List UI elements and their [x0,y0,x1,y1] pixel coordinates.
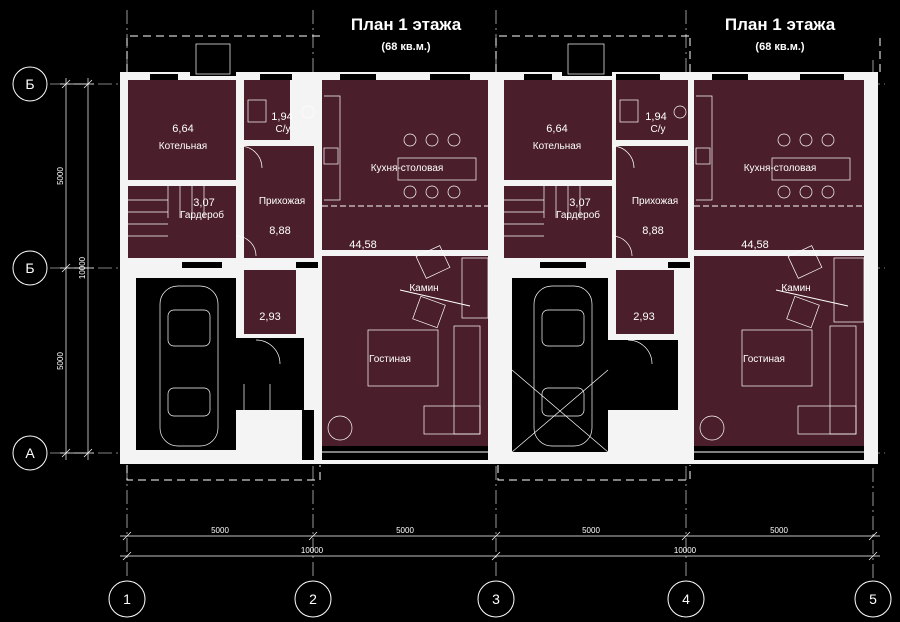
column-axis-label: 4 [682,591,690,607]
kitchen-name-label: Кухня-столовая [744,163,817,174]
dimension-horizontal-2: 5000 [396,526,414,535]
wc-name-label: С/у [651,124,666,135]
dimension-vertical-lower: 5000 [56,352,65,370]
horizontal-dimensions [120,531,880,561]
hall-name-label: Прихожая [632,196,678,207]
vestibule-area-label: 2,93 [633,311,654,323]
wc-area-label: 1,94 [271,111,292,123]
column-axis-label: 3 [492,591,500,607]
boiler-name-label: Котельная [533,141,581,152]
dimension-horizontal-1: 5000 [211,526,229,535]
dimension-vertical-upper: 5000 [56,167,65,185]
fireplace-label: Камин [409,283,438,294]
dimension-vertical-total: 10000 [78,256,87,279]
hall-area-label: 8,88 [642,225,663,237]
row-axis-label: Б [25,76,34,92]
unit-1 [120,40,496,464]
wc-area-label: 1,94 [645,111,666,123]
wardrobe-name-label: Гардероб [180,209,224,221]
unit-2 [496,40,878,464]
row-axis-label: Б [25,260,34,276]
wardrobe-area-label: 3,07 [569,197,590,209]
dimension-horizontal-4: 5000 [770,526,788,535]
row-axis-markers [12,66,48,471]
living-name-label: Гостиная [743,354,785,365]
dimension-horizontal-total-2: 10000 [674,546,697,555]
wardrobe-area-label: 3,07 [193,197,214,209]
row-axis-label: А [25,445,35,461]
wc-name-label: С/у [276,124,291,135]
fireplace-label: Камин [781,283,810,294]
unit-2-subtitle: (68 кв.м.) [755,41,804,53]
column-axis-label: 2 [309,591,317,607]
wardrobe-name-label: Гардероб [556,209,600,221]
dimension-horizontal-3: 5000 [582,526,600,535]
boiler-area-label: 6,64 [546,123,567,135]
kitchen-name-label: Кухня-столовая [371,163,444,174]
boiler-area-label: 6,64 [172,123,193,135]
column-axis-markers [108,580,892,618]
living-name-label: Гостиная [369,354,411,365]
column-axis-label: 1 [123,591,131,607]
hall-area-label: 8,88 [269,225,290,237]
unit-1-subtitle: (68 кв.м.) [381,41,430,53]
hall-name-label: Прихожая [259,196,305,207]
unit-1-title: План 1 этажа [351,15,462,34]
living-area-label: 44,58 [741,239,769,251]
vestibule-area-label: 2,93 [259,311,280,323]
unit-2-title: План 1 этажа [725,15,836,34]
column-axis-label: 5 [869,591,877,607]
living-area-label: 44,58 [349,239,377,251]
boiler-name-label: Котельная [159,141,207,152]
dashed-outlines [126,35,881,481]
dimension-horizontal-total-1: 10000 [301,546,324,555]
vertical-dimensions [60,78,94,460]
